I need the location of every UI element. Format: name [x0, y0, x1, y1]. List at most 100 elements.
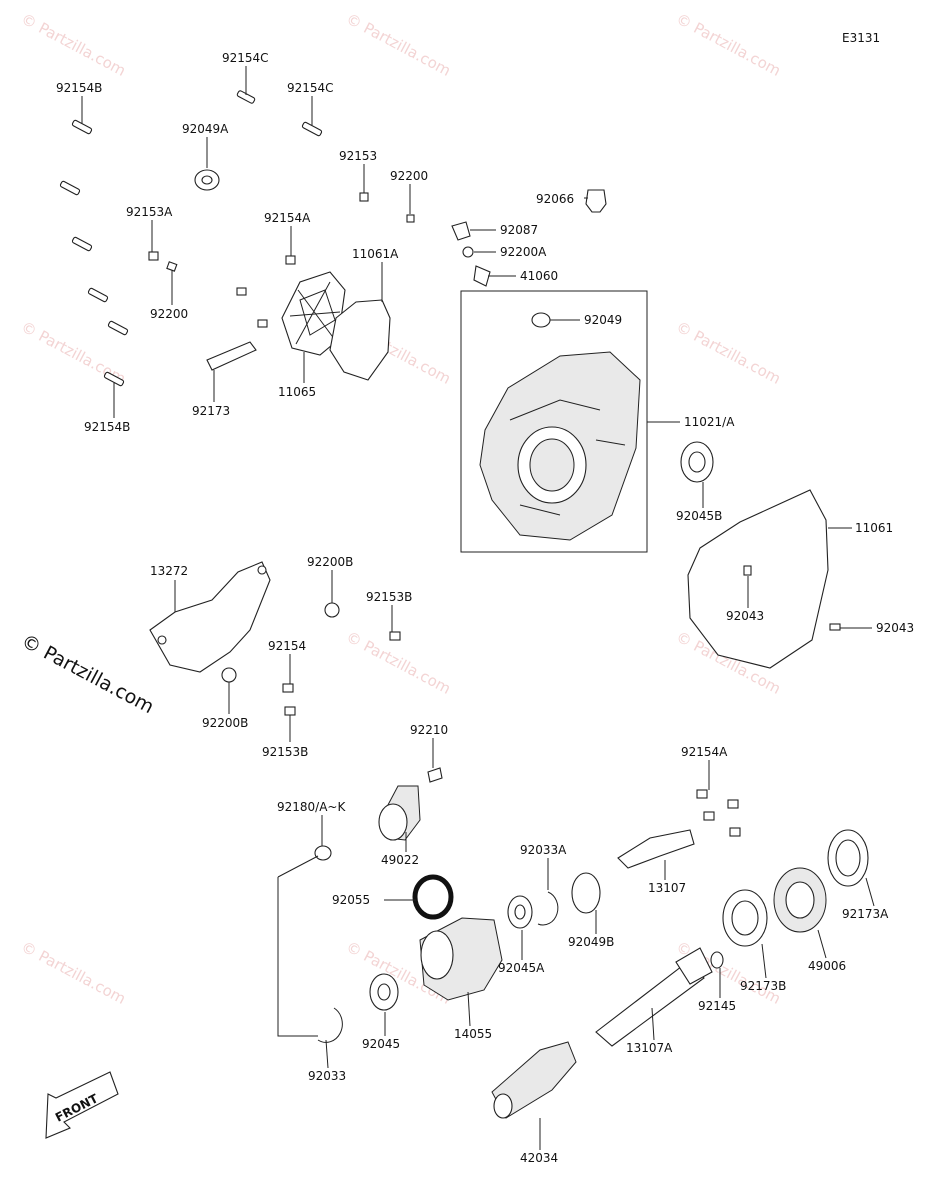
crankcase-cover-11021	[479, 351, 641, 541]
watermark: © Partzilla.com	[343, 10, 454, 80]
callout-92154[interactable]: 92154	[268, 639, 306, 653]
callout-49006[interactable]: 49006	[808, 959, 846, 973]
shaft-13107	[617, 789, 741, 869]
shaft-13107a	[595, 947, 713, 1047]
gasket-11061	[687, 489, 829, 669]
brand-watermark: © Partzilla.com	[18, 630, 158, 718]
screw-92153	[359, 192, 369, 202]
bolt	[71, 236, 93, 252]
callout-92049b[interactable]: 92049B	[568, 935, 614, 949]
callout-11065[interactable]: 11065	[278, 385, 316, 399]
callout-92200b[interactable]: 92200B	[307, 555, 353, 569]
bolt-92153b-1	[389, 631, 401, 641]
front-arrow: FRONT	[45, 1071, 119, 1139]
callout-92173b[interactable]: 92173B	[740, 979, 786, 993]
callout-11021a[interactable]: 11021/A	[684, 415, 735, 429]
screw-92154a	[285, 255, 296, 265]
callout-92153[interactable]: 92153	[339, 149, 377, 163]
bolt-92154b-1	[71, 119, 93, 135]
screw	[729, 827, 741, 837]
plug-92087	[451, 221, 471, 241]
screw	[703, 811, 715, 821]
callout-92066[interactable]: 92066	[536, 192, 574, 206]
callout-92153a[interactable]: 92153A	[126, 205, 173, 219]
callout-92154b[interactable]: 92154B	[84, 420, 130, 434]
callout-92154c[interactable]: 92154C	[287, 81, 334, 95]
bolt-92154c-1	[236, 90, 256, 104]
callout-11061a[interactable]: 11061A	[352, 247, 399, 261]
callout-41060[interactable]: 41060	[520, 269, 558, 283]
callout-92154a[interactable]: 92154A	[264, 211, 311, 225]
clip-92200	[166, 261, 178, 272]
callout-92045b[interactable]: 92045B	[676, 509, 722, 523]
callout-92087[interactable]: 92087	[500, 223, 538, 237]
watermark: © Partzilla.com	[18, 10, 129, 80]
washer-92200b-2	[221, 667, 237, 683]
screw	[727, 799, 739, 809]
bolt-92153b-2	[284, 706, 296, 716]
callout-92154c[interactable]: 92154C	[222, 51, 269, 65]
bearing-92045	[369, 973, 399, 1011]
callout-92043[interactable]: 92043	[726, 609, 764, 623]
callout-92045a[interactable]: 92045A	[498, 961, 545, 975]
upper-right-parts	[451, 189, 607, 328]
u-joint-42034	[491, 1041, 577, 1119]
callout-92145[interactable]: 92145	[698, 999, 736, 1013]
callout-92173[interactable]: 92173	[192, 404, 230, 418]
left-bolts	[59, 90, 415, 387]
callout-92200a[interactable]: 92200A	[500, 245, 547, 259]
callout-13107[interactable]: 13107	[648, 881, 686, 895]
circlip-92033	[317, 1007, 343, 1043]
pin-92043-1	[743, 565, 752, 576]
bolt	[59, 180, 81, 196]
watermark: © Partzilla.com	[673, 10, 784, 80]
callout-92033[interactable]: 92033	[308, 1069, 346, 1083]
callout-11061[interactable]: 11061	[855, 521, 893, 535]
watermark: © Partzilla.com	[18, 938, 129, 1008]
callout-92173a[interactable]: 92173A	[842, 907, 889, 921]
callout-92180-a-k[interactable]: 92180/A~K	[277, 800, 346, 814]
callout-92154a[interactable]: 92154A	[681, 745, 728, 759]
nut-92049a	[194, 169, 220, 191]
bolt-92154b-2	[103, 371, 125, 387]
callout-42034[interactable]: 42034	[520, 1151, 558, 1165]
callout-92210[interactable]: 92210	[410, 723, 448, 737]
screw-92154a-2	[696, 789, 708, 799]
bearing-92045a	[507, 895, 533, 929]
bolt	[236, 287, 247, 296]
boot-92173b	[722, 889, 768, 947]
callout-92153b[interactable]: 92153B	[262, 745, 308, 759]
callout-92049[interactable]: 92049	[584, 313, 622, 327]
callout-92055[interactable]: 92055	[332, 893, 370, 907]
leader-lines	[81, 66, 875, 1150]
cap-92066	[585, 189, 607, 213]
callout-92200[interactable]: 92200	[390, 169, 428, 183]
callout-labels: 92154C 92154B 92154C 92049A 92153 92200 …	[56, 51, 914, 1165]
seal-92049	[531, 312, 551, 328]
joint-49006	[773, 867, 827, 933]
callout-92045[interactable]: 92045	[362, 1037, 400, 1051]
callout-92200[interactable]: 92200	[150, 307, 188, 321]
bolt-92154	[282, 683, 294, 693]
pin-92043-2	[829, 623, 841, 631]
callout-92049a[interactable]: 92049A	[182, 122, 229, 136]
bolt-92154c-2	[301, 121, 323, 137]
callout-14055[interactable]: 14055	[454, 1027, 492, 1041]
washer-92200b-1	[324, 602, 340, 618]
o-ring-92055	[412, 874, 454, 920]
callout-92200b[interactable]: 92200B	[202, 716, 248, 730]
callout-92153b[interactable]: 92153B	[366, 590, 412, 604]
callout-92033a[interactable]: 92033A	[520, 843, 567, 857]
callout-92154b[interactable]: 92154B	[56, 81, 102, 95]
clip-92200-2	[406, 214, 415, 223]
callout-92043[interactable]: 92043	[876, 621, 914, 635]
switch-41060	[473, 265, 491, 287]
callout-49022[interactable]: 49022	[381, 853, 419, 867]
gasket-11061a	[329, 299, 391, 381]
callout-13107a[interactable]: 13107A	[626, 1041, 673, 1055]
callout-13272[interactable]: 13272	[150, 564, 188, 578]
nut-92210	[427, 767, 443, 783]
bolt	[107, 320, 129, 336]
